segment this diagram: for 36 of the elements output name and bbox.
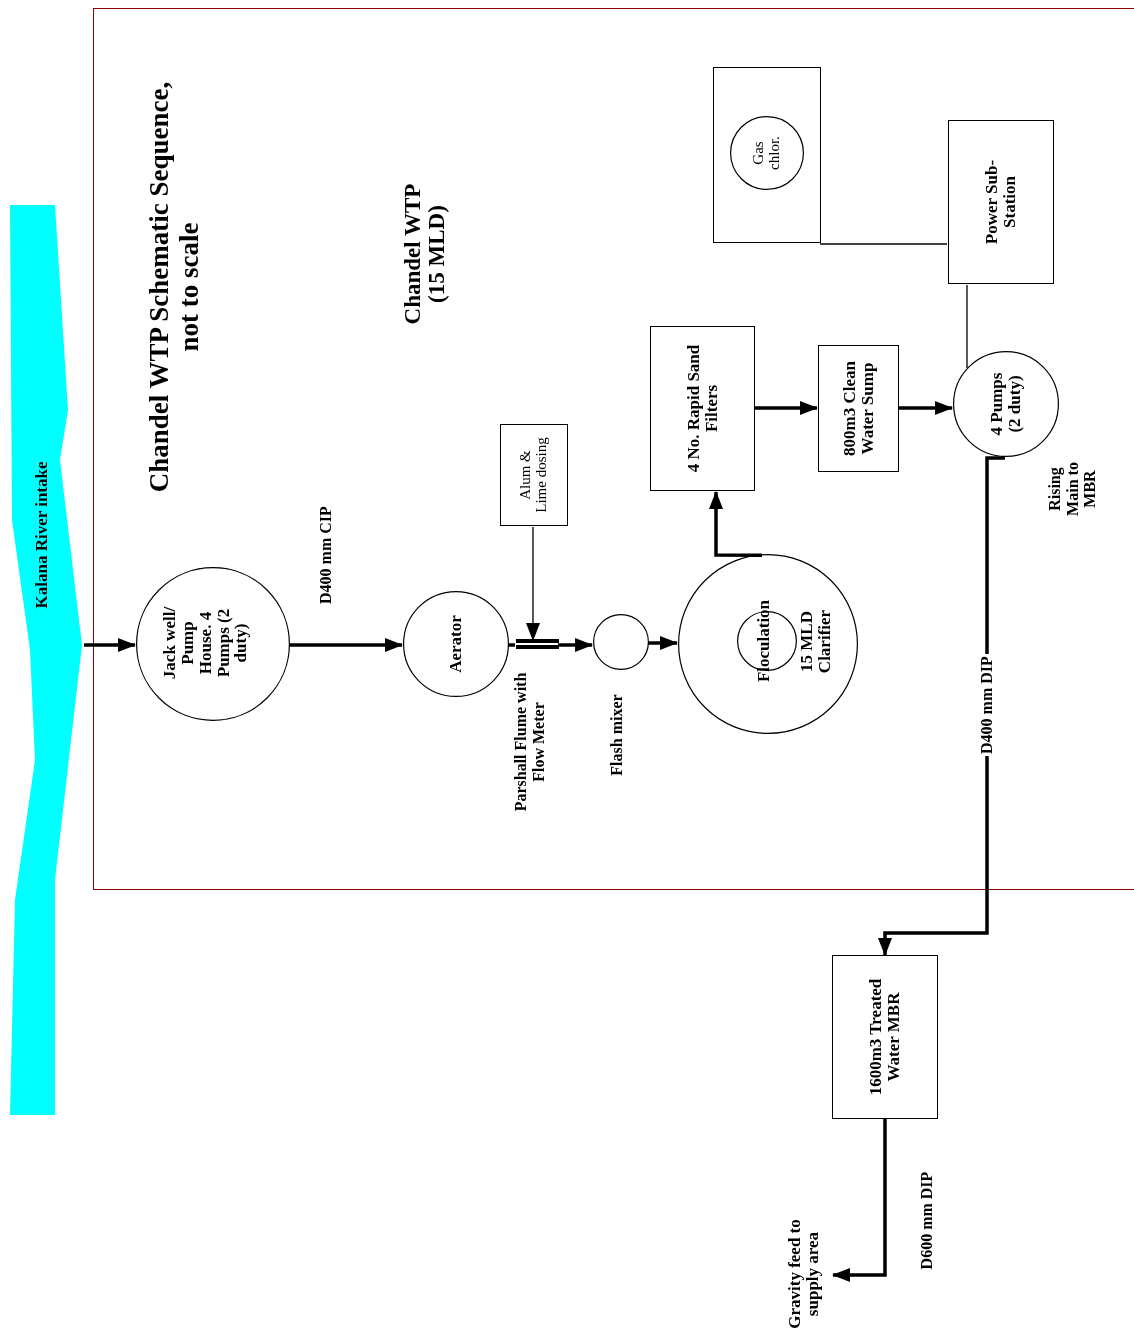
- sump-box: [818, 345, 899, 472]
- pipe-arrow: [289, 638, 403, 652]
- pipe-arrow: [648, 636, 678, 650]
- pipe-arrow: [558, 638, 594, 652]
- part-label: Parshall Flume with Flow Meter: [512, 672, 548, 812]
- node-label: Power Sub-Station: [983, 158, 1019, 247]
- substation-box: [948, 120, 1054, 284]
- node-label: 800m3 Clean Water Sump: [840, 360, 877, 458]
- node-label: Kalana River intake: [33, 460, 51, 611]
- node-label: Gas chlor.: [751, 135, 783, 172]
- node-label: Floculation: [755, 598, 773, 685]
- plant-boundary: [93, 8, 1134, 890]
- chlorination-box: [713, 67, 821, 243]
- tank-box: [832, 955, 938, 1119]
- pipe-arrow: [898, 401, 954, 415]
- node-label: 4 Pumps (2 duty): [988, 371, 1024, 438]
- node-label: Chandel WTP (15 MLD): [401, 182, 450, 327]
- node-label: Aerator: [447, 615, 465, 673]
- pipe-arrow: [84, 638, 136, 652]
- pipe-arrow: [526, 526, 540, 641]
- pipe-arrow: [832, 1119, 887, 1282]
- node-label: 1600m3 Treated Water MBR: [867, 977, 903, 1097]
- destination-label: Gravity feed to supply area: [786, 1218, 822, 1331]
- title: Chandel WTP Schematic Sequence, not to scale: [145, 80, 205, 495]
- part-label: Flash mixer: [608, 693, 626, 778]
- node-label: 15 MLD Clarifier: [798, 608, 834, 676]
- part-label: Rising Main to MBR: [1046, 461, 1099, 518]
- filter-box: [650, 326, 755, 491]
- part-label: D600 mm DIP: [918, 1170, 936, 1272]
- dosing-box: [500, 424, 568, 526]
- pipe-arrow: [754, 401, 818, 415]
- node-label: Alum & Lime dosing: [518, 436, 550, 515]
- pipe-arrow: [709, 491, 762, 557]
- node-label: 4 No. Rapid Sand Filters: [684, 343, 721, 475]
- node-label: Jack well/ Pump House. 4 Pumps (2 duty): [161, 605, 251, 682]
- flume-bar: [516, 639, 559, 649]
